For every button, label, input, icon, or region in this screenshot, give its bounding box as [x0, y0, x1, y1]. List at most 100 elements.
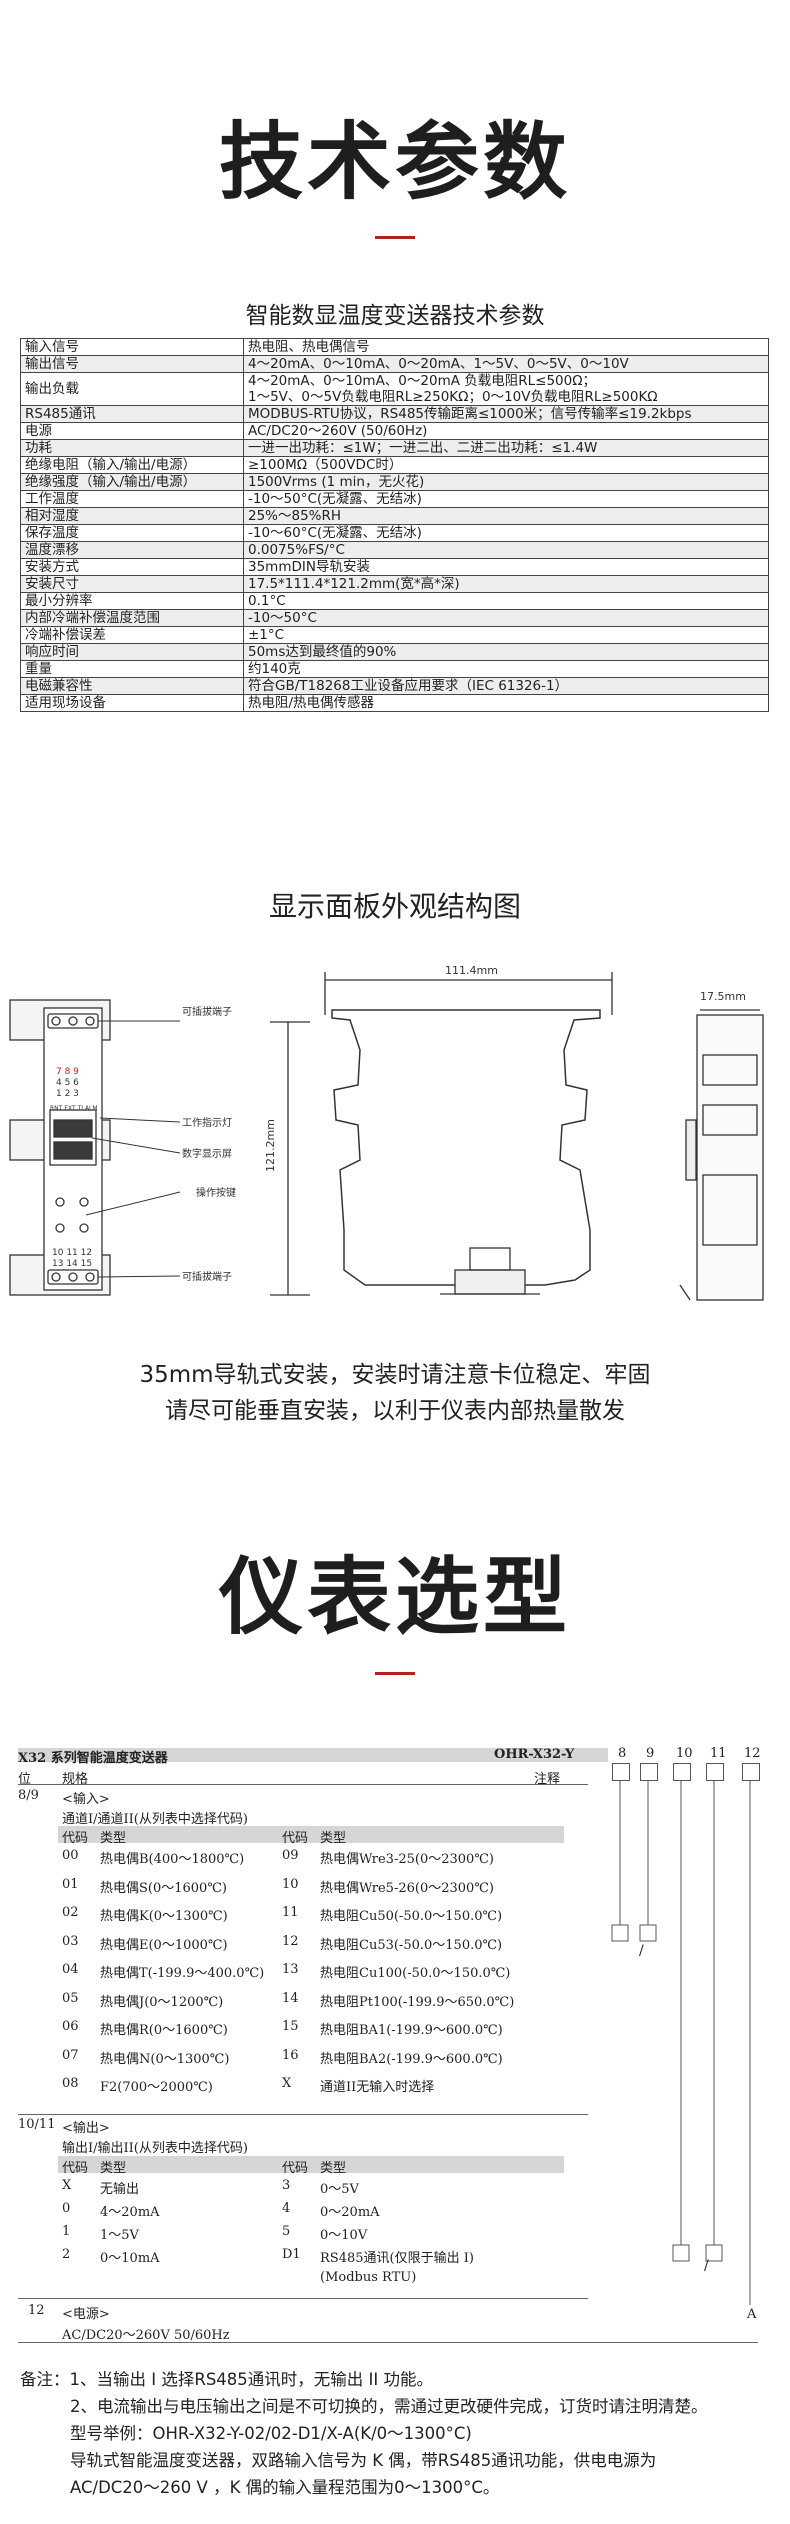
code-number-10: 10	[676, 1746, 693, 1761]
spec-key: 绝缘电阻（输入/输出/电源）	[20, 456, 244, 474]
option-type: 热电偶K(0～1300℃)	[100, 1909, 228, 1924]
callout-lamp: 工作指示灯	[182, 1116, 232, 1129]
output-hdr-type-right: 类型	[320, 2161, 347, 2176]
terminal-label-bot-2: 13 14 15	[52, 1259, 92, 1269]
spec-value: ≥100MΩ（500VDC时）	[243, 456, 769, 474]
option-code: 09	[282, 1848, 299, 1863]
input-hdr-type-left: 类型	[100, 1831, 127, 1846]
option-type: RS485通讯(仅限于输出 I)	[320, 2251, 474, 2266]
group-power-title: <电源>	[62, 2307, 110, 2322]
code-number-11: 11	[710, 1746, 727, 1761]
output-hdr-code-left: 代码	[62, 2161, 89, 2176]
option-code: 0	[62, 2201, 71, 2216]
front-view	[9, 999, 111, 1296]
terminal-label-bot-1: 10 11 12	[52, 1248, 92, 1258]
install-note-2: 请尽可能垂直安装，以利于仪表内部热量散发	[165, 1398, 625, 1424]
spec-row: 功耗一进一出功耗：≤1W；一进二出、二进二出功耗：≤1.4W	[20, 439, 769, 457]
spec-key: 电源	[20, 422, 244, 440]
option-type: 热电偶E(0～1000℃)	[100, 1937, 228, 1953]
callout-terminal-bottom: 可插拔端子	[182, 1270, 232, 1283]
spec-row: 工作温度-10～50°C(无凝露、无结冰)	[20, 490, 769, 508]
option-code: 5	[282, 2224, 291, 2239]
code-box-8[interactable]	[612, 1763, 630, 1781]
option-code: 2	[62, 2247, 71, 2262]
spec-value-line: 1～5V、0～5V负载电阻RL≥250KΩ；0～10V负载电阻RL≥500KΩ	[248, 389, 658, 405]
spec-value: 符合GB/T18268工业设备应用要求（IEC 61326-1）	[243, 677, 769, 695]
spec-row: 电磁兼容性符合GB/T18268工业设备应用要求（IEC 61326-1）	[20, 677, 769, 695]
option-type: 热电阻BA2(-199.9～600.0℃)	[320, 2051, 503, 2067]
output-hdr-type-left: 类型	[100, 2161, 127, 2176]
selection-divider	[375, 1672, 415, 1675]
option-code: 07	[62, 2047, 79, 2063]
group-input-pos: 8/9	[18, 1788, 39, 1803]
option-code: 4	[282, 2201, 291, 2216]
option-type: 热电阻Cu50(-50.0～150.0℃)	[320, 1909, 503, 1924]
option-type: 热电偶J(0～1200℃)	[100, 1994, 224, 2010]
option-type: (Modbus RTU)	[320, 2270, 417, 2285]
spec-value: ±1°C	[243, 626, 769, 644]
input-hdr-code-left: 代码	[62, 1831, 89, 1846]
dim-height-label: 121.2mm	[264, 1119, 277, 1172]
option-code: 16	[282, 2047, 299, 2063]
lamp-labels: RNT EXT TI ALM	[50, 1105, 98, 1112]
spec-row: 内部冷端补偿温度范围-10～50°C	[20, 609, 769, 627]
option-code: 01	[62, 1876, 79, 1892]
selection-title: 仪表选型	[218, 1548, 571, 1646]
code-number-8: 8	[618, 1746, 627, 1761]
panel-diagram: 7 8 9 4 5 6 1 2 3 10 11 12 13 14 15 RNT …	[9, 964, 764, 1301]
spec-key: 冷端补偿误差	[20, 626, 244, 644]
selection-header-bar: X32 系列智能温度变送器 OHR-X32-Y	[18, 1747, 608, 1766]
option-code: 12	[282, 1933, 299, 1949]
code-number-12: 12	[744, 1746, 761, 1761]
dim-side-label: 17.5mm	[700, 990, 746, 1003]
spec-value: -10～60°C(无凝露、无结冰)	[243, 524, 769, 542]
option-type: 热电偶S(0～1600℃)	[100, 1880, 227, 1896]
code-box-10[interactable]	[673, 1763, 691, 1781]
end-view	[679, 1009, 764, 1301]
spec-key: 电磁兼容性	[20, 677, 244, 695]
spec-value: 0.1°C	[243, 592, 769, 610]
code-box-12[interactable]	[742, 1763, 760, 1781]
option-code: 1	[62, 2224, 71, 2239]
note-line-1: 备注：1、当输出 I 选择RS485通讯时，无输出 II 功能。	[20, 2370, 434, 2389]
spec-key: 适用现场设备	[20, 694, 244, 712]
option-type: 热电偶B(400～1800℃)	[100, 1852, 245, 1867]
option-type: 热电阻BA1(-199.9～600.0℃)	[320, 2023, 503, 2038]
note-line-3: 型号举例：OHR-X32-Y-02/02-D1/X-A(K/0～1300°C)	[70, 2424, 472, 2443]
option-code: 10	[282, 1876, 299, 1892]
selection-model: OHR-X32-Y	[494, 1747, 575, 1762]
code-number-9: 9	[646, 1746, 655, 1761]
callout-terminal-top: 可插拔端子	[182, 1005, 232, 1018]
slash-10-11: /	[704, 2258, 709, 2274]
group-input-subtitle: 通道I/通道II(从列表中选择代码)	[62, 1812, 248, 1827]
spec-key: 温度漂移	[20, 541, 244, 559]
code-box-11[interactable]	[706, 1763, 724, 1781]
spec-key: 功耗	[20, 439, 244, 457]
spec-value-line: 4～20mA、0～10mA、0～20mA 负载电阻RL≤500Ω；	[248, 373, 597, 389]
option-type: 热电偶T(-199.9～400.0℃)	[100, 1966, 265, 1981]
input-list-header	[58, 1826, 564, 1843]
terminal-label-top-2: 4 5 6	[56, 1078, 79, 1088]
option-code: 14	[282, 1990, 299, 2006]
spec-key: 相对湿度	[20, 507, 244, 525]
spec-row: 绝缘强度（输入/输出/电源）1500Vrms (1 min，无火花)	[20, 473, 769, 491]
spec-value: 17.5*111.4*121.2mm(宽*高*深)	[243, 575, 769, 593]
side-profile-view	[270, 972, 613, 1296]
option-type: 0～5V	[320, 2182, 359, 2197]
note-line-4: 导轨式智能温度变送器，双路输入信号为 K 偶，带RS485通讯功能，供电电源为	[70, 2451, 657, 2470]
option-code: X	[62, 2178, 72, 2193]
power-code: A	[747, 2307, 757, 2322]
code-box-9[interactable]	[640, 1763, 658, 1781]
spec-value: 1500Vrms (1 min，无火花)	[243, 473, 769, 491]
option-code: 15	[282, 2019, 299, 2034]
spec-key: 安装方式	[20, 558, 244, 576]
tech-params-title: 技术参数	[218, 113, 571, 211]
spec-key: 响应时间	[20, 643, 244, 661]
group-output-title: <输出>	[62, 2121, 110, 2136]
option-type: 热电偶Wre5-26(0～2300℃)	[320, 1880, 494, 1896]
